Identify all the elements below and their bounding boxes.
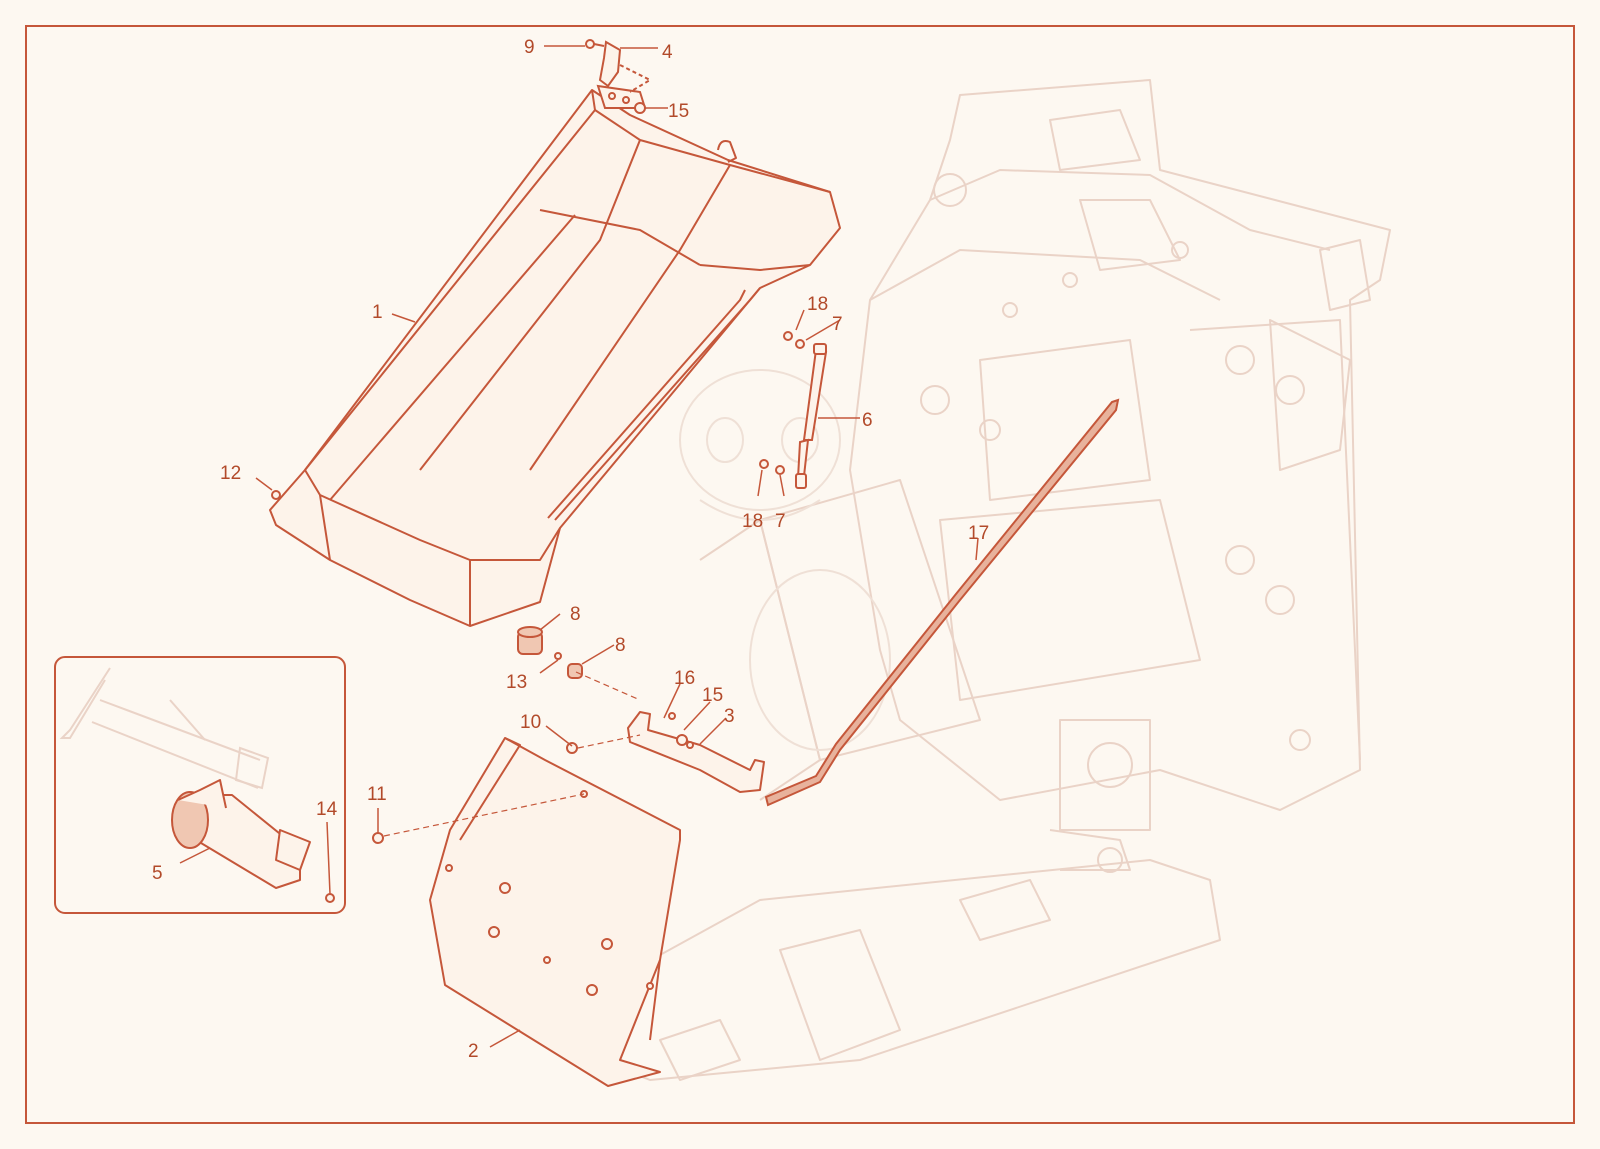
callout-4: 4 xyxy=(662,42,673,63)
diagram-frame xyxy=(25,25,1575,1124)
callout-labels: 9 4 15 1 18 7 6 12 18 7 17 8 8 13 16 15 … xyxy=(152,37,989,1062)
background-machine-frame xyxy=(559,79,1391,1081)
part-3-latch-bracket xyxy=(627,711,765,793)
part-15-nut-top xyxy=(634,102,646,114)
callout-15: 15 xyxy=(668,101,689,122)
callout-17: 17 xyxy=(968,523,989,544)
watermark-dragon xyxy=(679,369,891,751)
part-6-gas-spring xyxy=(795,343,828,489)
callout-16: 16 xyxy=(674,668,695,689)
part-8-bumper xyxy=(517,626,583,679)
callout-11: 11 xyxy=(367,784,387,805)
part-14-screw xyxy=(325,893,335,903)
callout-7: 7 xyxy=(775,511,786,532)
callout-8: 8 xyxy=(570,604,581,625)
callout-13: 13 xyxy=(506,672,527,693)
part-11-screw xyxy=(372,832,384,844)
callout-1: 1 xyxy=(372,302,383,323)
part-9-bolt xyxy=(585,39,605,49)
part-5-clamp xyxy=(171,779,311,889)
callout-18: 18 xyxy=(742,511,763,532)
callout-2: 2 xyxy=(468,1041,479,1062)
part-7-18-fasteners xyxy=(759,331,805,475)
assembly-lines xyxy=(383,671,641,837)
part-1-seat-panel xyxy=(269,89,841,627)
part-2-side-panel xyxy=(429,737,681,1087)
part-17-seal-strip xyxy=(764,398,1120,807)
callout-7: 7 xyxy=(832,314,843,335)
callout-14: 14 xyxy=(316,799,338,820)
callout-12: 12 xyxy=(220,463,241,484)
callout-5: 5 xyxy=(152,863,163,884)
part-13-screw xyxy=(554,652,562,660)
leader-lines xyxy=(179,45,979,1048)
part-10-screw xyxy=(566,742,578,754)
part-12-screw xyxy=(271,490,281,500)
inset-detail xyxy=(54,656,346,914)
callout-10: 10 xyxy=(520,712,541,733)
callout-8: 8 xyxy=(615,635,626,656)
callout-3: 3 xyxy=(724,706,735,727)
callout-6: 6 xyxy=(862,410,873,431)
callout-18: 18 xyxy=(807,294,828,315)
callout-15: 15 xyxy=(702,685,723,706)
part-4-hinge-bracket xyxy=(596,40,653,109)
callout-9: 9 xyxy=(524,37,535,58)
